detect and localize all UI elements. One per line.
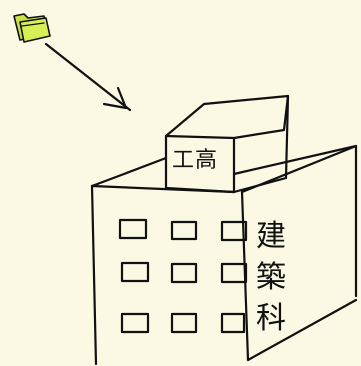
folder-icon — [13, 13, 51, 43]
window — [170, 262, 198, 284]
window — [220, 220, 248, 242]
window-grid — [118, 218, 248, 334]
tower — [164, 94, 290, 194]
department-char: 建 — [256, 219, 286, 254]
window — [220, 312, 246, 334]
window — [220, 262, 248, 284]
tower-sign: 工高 — [172, 148, 219, 173]
window — [170, 220, 198, 241]
window — [170, 312, 198, 334]
window — [120, 261, 150, 283]
arrow-icon — [44, 42, 132, 112]
department-char: 科 — [256, 301, 286, 336]
window — [120, 312, 150, 334]
department-char: 築 — [256, 260, 286, 295]
window — [118, 218, 148, 240]
